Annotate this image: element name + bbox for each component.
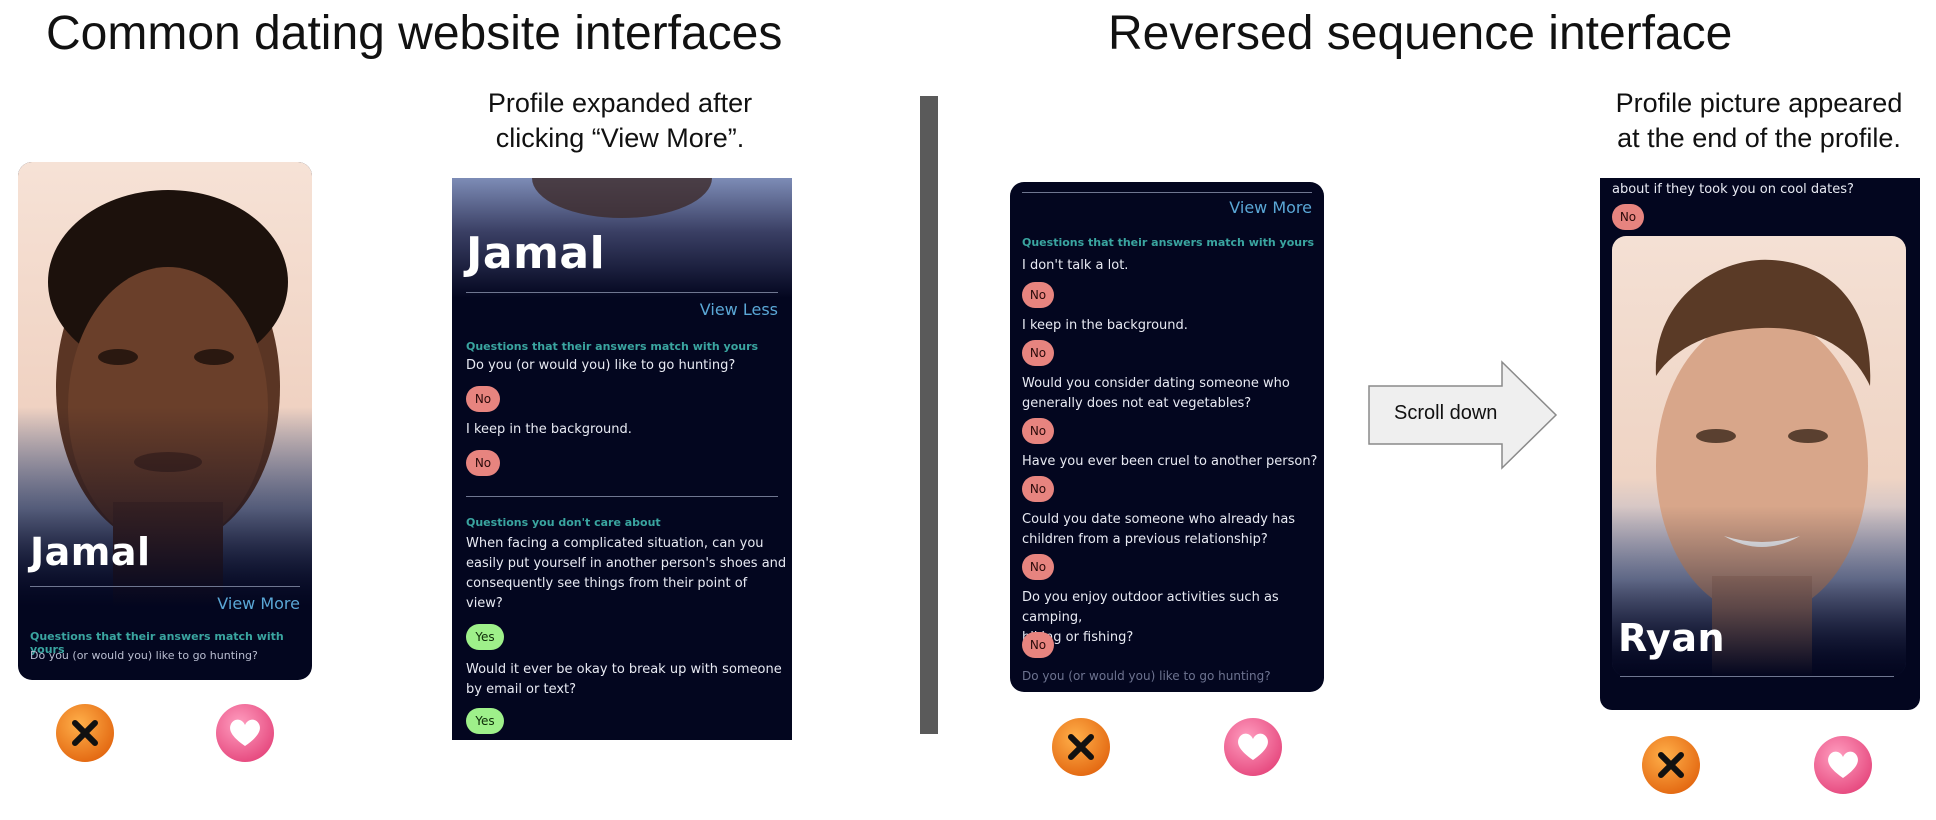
like-button[interactable] bbox=[1224, 718, 1282, 776]
question-line: Would you consider dating someone who bbox=[1022, 376, 1290, 391]
question-text: When facing a complicated situation, can… bbox=[466, 534, 786, 614]
scroll-down-label: Scroll down bbox=[1394, 402, 1498, 424]
dontcare-section-heading: Questions you don't care about bbox=[466, 516, 661, 529]
answer-no-pill: No bbox=[466, 386, 500, 412]
question-line: When facing a complicated situation, can… bbox=[466, 536, 764, 551]
right-caption-line-1: Profile picture appeared bbox=[1615, 88, 1903, 118]
profile-photo bbox=[18, 162, 312, 607]
answer-no-pill: No bbox=[1022, 418, 1054, 444]
profile-card-collapsed[interactable]: Jamal View More Questions that their ans… bbox=[18, 162, 312, 680]
question-line: Would it ever be okay to break up with s… bbox=[466, 662, 782, 677]
left-caption-line-2: clicking “View More”. bbox=[495, 123, 745, 153]
question-text: I don't talk a lot. bbox=[1022, 258, 1129, 273]
match-section-heading: Questions that their answers match with … bbox=[466, 340, 759, 353]
profile-photo: Ryan bbox=[1612, 236, 1906, 676]
answer-no-pill: No bbox=[466, 450, 500, 476]
answer-no-pill: No bbox=[1612, 204, 1644, 230]
divider bbox=[466, 292, 778, 293]
question-line: Do you enjoy outdoor activities such as … bbox=[1022, 590, 1279, 625]
match-section-heading: Questions that their answers match with … bbox=[1022, 236, 1315, 249]
profile-card-end[interactable]: about if they took you on cool dates? No… bbox=[1600, 178, 1920, 710]
close-icon bbox=[72, 720, 98, 746]
question-text: Do you (or would you) like to go hunting… bbox=[466, 358, 736, 373]
answer-no-pill: No bbox=[1022, 476, 1054, 502]
profile-name: Jamal bbox=[466, 228, 606, 279]
profile-name: Ryan bbox=[1618, 616, 1726, 660]
profile-name: Jamal bbox=[30, 530, 151, 574]
left-caption: Profile expanded after clicking “View Mo… bbox=[440, 86, 800, 156]
answer-yes-pill: Yes bbox=[466, 624, 504, 650]
heart-icon bbox=[1828, 751, 1858, 778]
question-text: about if they took you on cool dates? bbox=[1612, 182, 1854, 197]
left-section-title: Common dating website interfaces bbox=[46, 7, 783, 60]
right-caption: Profile picture appeared at the end of t… bbox=[1586, 86, 1932, 156]
reject-button[interactable] bbox=[1052, 718, 1110, 776]
question-line: by email or text? bbox=[466, 682, 577, 697]
question-line: consequently see things from their point… bbox=[466, 576, 748, 591]
question-line: view? bbox=[466, 596, 503, 611]
section-separator bbox=[920, 96, 938, 734]
question-line: Could you date someone who already has bbox=[1022, 512, 1296, 527]
question-line: generally does not eat vegetables? bbox=[1022, 396, 1252, 411]
question-text: Would you consider dating someone who ge… bbox=[1022, 374, 1290, 414]
divider bbox=[466, 496, 778, 497]
profile-card-reversed[interactable]: View More Questions that their answers m… bbox=[1010, 182, 1324, 692]
question-text: Would it ever be okay to break up with s… bbox=[466, 660, 782, 700]
view-less-link[interactable]: View Less bbox=[699, 300, 778, 319]
right-caption-line-2: at the end of the profile. bbox=[1617, 123, 1901, 153]
divider bbox=[30, 586, 300, 587]
divider bbox=[1620, 676, 1894, 677]
reject-button[interactable] bbox=[56, 704, 114, 762]
view-more-link[interactable]: View More bbox=[1229, 198, 1312, 217]
question-text: Do you (or would you) like to go hunting… bbox=[30, 649, 258, 662]
left-caption-line-1: Profile expanded after bbox=[487, 88, 753, 118]
answer-no-pill: No bbox=[1022, 554, 1054, 580]
answer-no-pill: No bbox=[1022, 282, 1054, 308]
like-button[interactable] bbox=[1814, 736, 1872, 794]
match-section-heading: Questions that their answers match with … bbox=[30, 630, 284, 656]
photo-fade bbox=[18, 407, 312, 607]
scroll-down-arrow: Scroll down bbox=[1368, 360, 1558, 470]
question-line: children from a previous relationship? bbox=[1022, 532, 1268, 547]
heart-icon bbox=[1238, 733, 1268, 760]
question-line: easily put yourself in another person's … bbox=[466, 556, 787, 571]
answer-no-pill: No bbox=[1022, 632, 1054, 658]
like-button[interactable] bbox=[216, 704, 274, 762]
right-section-title: Reversed sequence interface bbox=[1108, 7, 1733, 60]
heart-icon bbox=[230, 719, 260, 746]
photo-fade bbox=[1612, 506, 1906, 676]
question-text: Could you date someone who already has c… bbox=[1022, 510, 1295, 550]
question-text: I keep in the background. bbox=[466, 422, 632, 437]
question-text: Have you ever been cruel to another pers… bbox=[1022, 454, 1318, 469]
question-text: Do you enjoy outdoor activities such as … bbox=[1022, 588, 1324, 648]
profile-photo-jamal-chin bbox=[532, 178, 712, 218]
close-icon bbox=[1068, 734, 1094, 760]
profile-card-expanded[interactable]: Jamal View Less Questions that their ans… bbox=[452, 178, 792, 740]
question-line: hiking or fishing? bbox=[1022, 630, 1134, 645]
answer-yes-pill: Yes bbox=[466, 708, 504, 734]
view-more-link[interactable]: View More bbox=[217, 594, 300, 613]
faded-question-text: Do you (or would you) like to go hunting… bbox=[1022, 669, 1271, 683]
close-icon bbox=[1658, 752, 1684, 778]
divider bbox=[1022, 192, 1312, 193]
question-text: I keep in the background. bbox=[1022, 318, 1188, 333]
reject-button[interactable] bbox=[1642, 736, 1700, 794]
answer-no-pill: No bbox=[1022, 340, 1054, 366]
profile-photo-partial bbox=[452, 178, 792, 298]
right-arrow-icon bbox=[1368, 360, 1558, 470]
